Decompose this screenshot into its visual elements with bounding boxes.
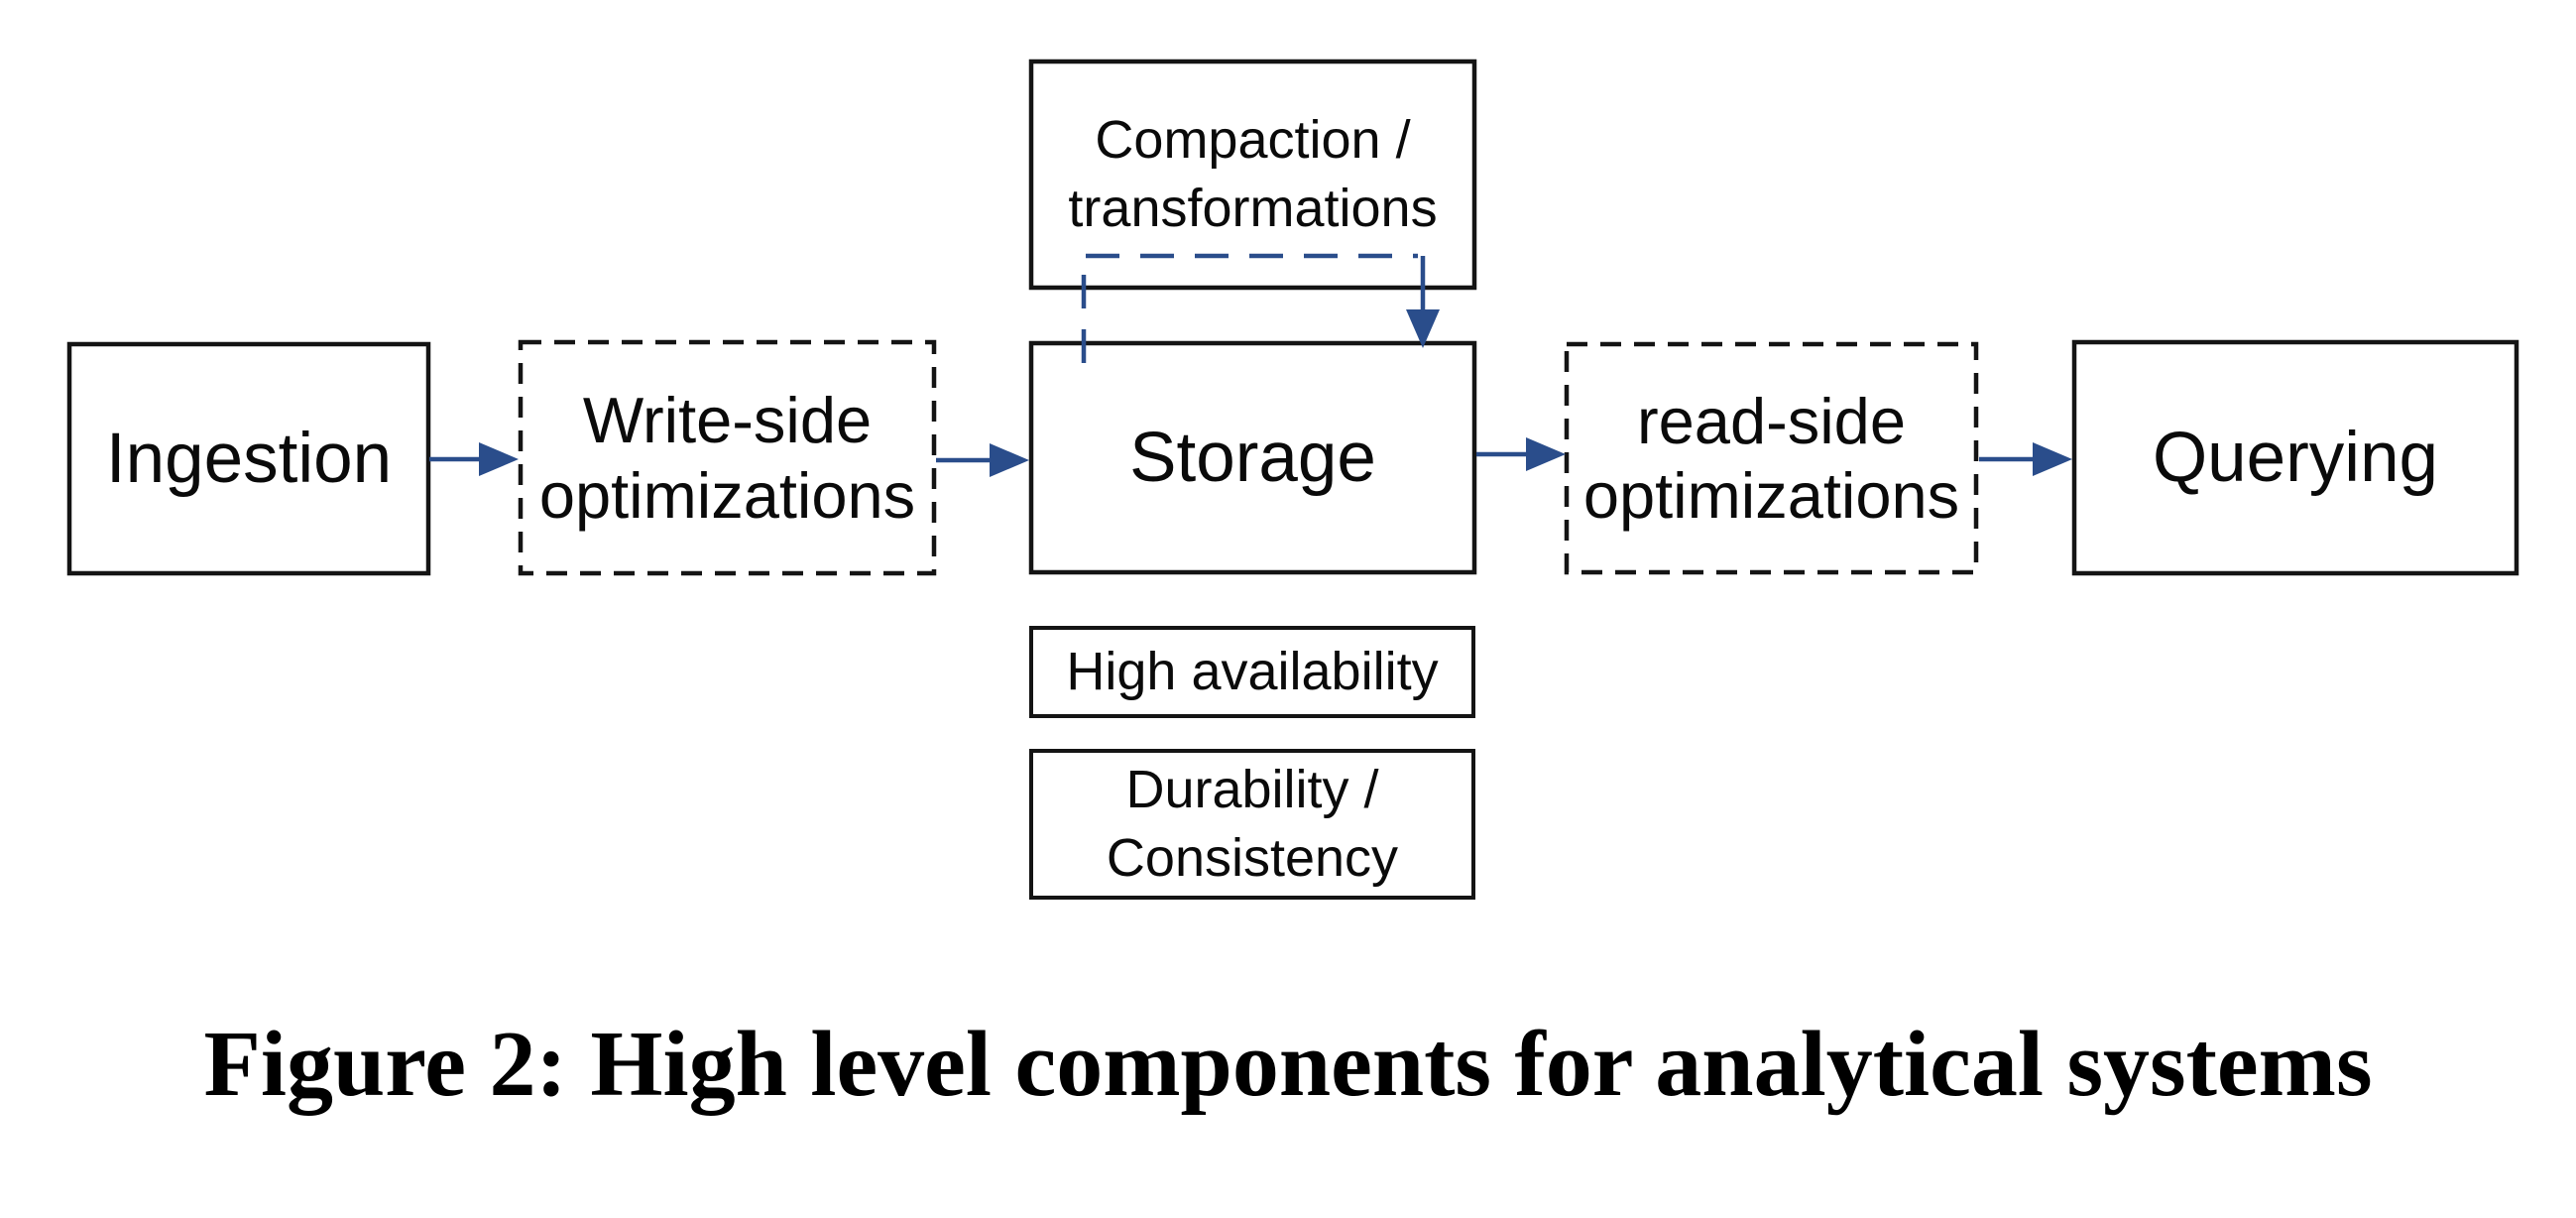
figure-caption: Figure 2: High level components for anal… (203, 1013, 2373, 1116)
high-availability-box (1029, 626, 1475, 718)
arrow-ingestion-to-writeside (429, 442, 519, 476)
arrow-storage-to-readside (1476, 437, 1566, 471)
durability-box (1029, 749, 1475, 900)
read-side-box (1564, 341, 1979, 575)
compaction-loop-arrow (1081, 253, 1440, 363)
ingestion-box (66, 341, 431, 576)
arrow-writeside-to-storage (936, 443, 1029, 477)
write-side-box (518, 339, 937, 576)
compaction-box (1028, 59, 1477, 291)
storage-box (1028, 340, 1477, 575)
querying-box (2071, 339, 2519, 576)
arrow-readside-to-querying (1979, 442, 2072, 476)
